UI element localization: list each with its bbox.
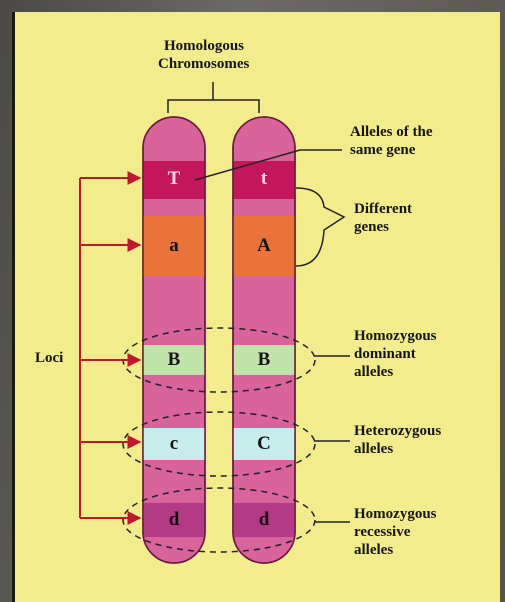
allele-right-3: B xyxy=(255,351,273,368)
loci-arrows xyxy=(80,178,140,518)
label-homozygous-dominant-1: Homozygous xyxy=(354,328,437,345)
label-different-genes-1: Different xyxy=(354,201,412,218)
label-heterozygous-1: Heterozygous xyxy=(354,423,441,440)
homologous-bracket xyxy=(168,100,259,113)
label-heterozygous-2: alleles xyxy=(354,441,393,458)
allele-left-5: d xyxy=(165,511,183,528)
allele-right-2: A xyxy=(255,237,273,254)
allele-right-5: d xyxy=(255,511,273,528)
allele-left-1: T xyxy=(165,170,183,187)
allele-left-2: a xyxy=(165,237,183,254)
label-loci: Loci xyxy=(35,350,63,367)
title-line1: Homologous xyxy=(164,38,244,55)
allele-left-4: c xyxy=(165,435,183,452)
label-homozygous-recessive-3: alleles xyxy=(354,542,393,559)
different-genes-bracket xyxy=(296,188,344,266)
label-homozygous-recessive-2: recessive xyxy=(354,524,410,541)
label-alleles-same-gene-2: same gene xyxy=(350,142,415,159)
label-homozygous-dominant-3: alleles xyxy=(354,364,393,381)
label-alleles-same-gene-1: Alleles of the xyxy=(350,124,432,141)
title-line2: Chromosomes xyxy=(158,56,249,73)
label-homozygous-recessive-1: Homozygous xyxy=(354,506,437,523)
label-different-genes-2: genes xyxy=(354,219,389,236)
allele-right-4: C xyxy=(255,435,273,452)
allele-left-3: B xyxy=(165,351,183,368)
label-homozygous-dominant-2: dominant xyxy=(354,346,416,363)
allele-right-1: t xyxy=(255,170,273,187)
